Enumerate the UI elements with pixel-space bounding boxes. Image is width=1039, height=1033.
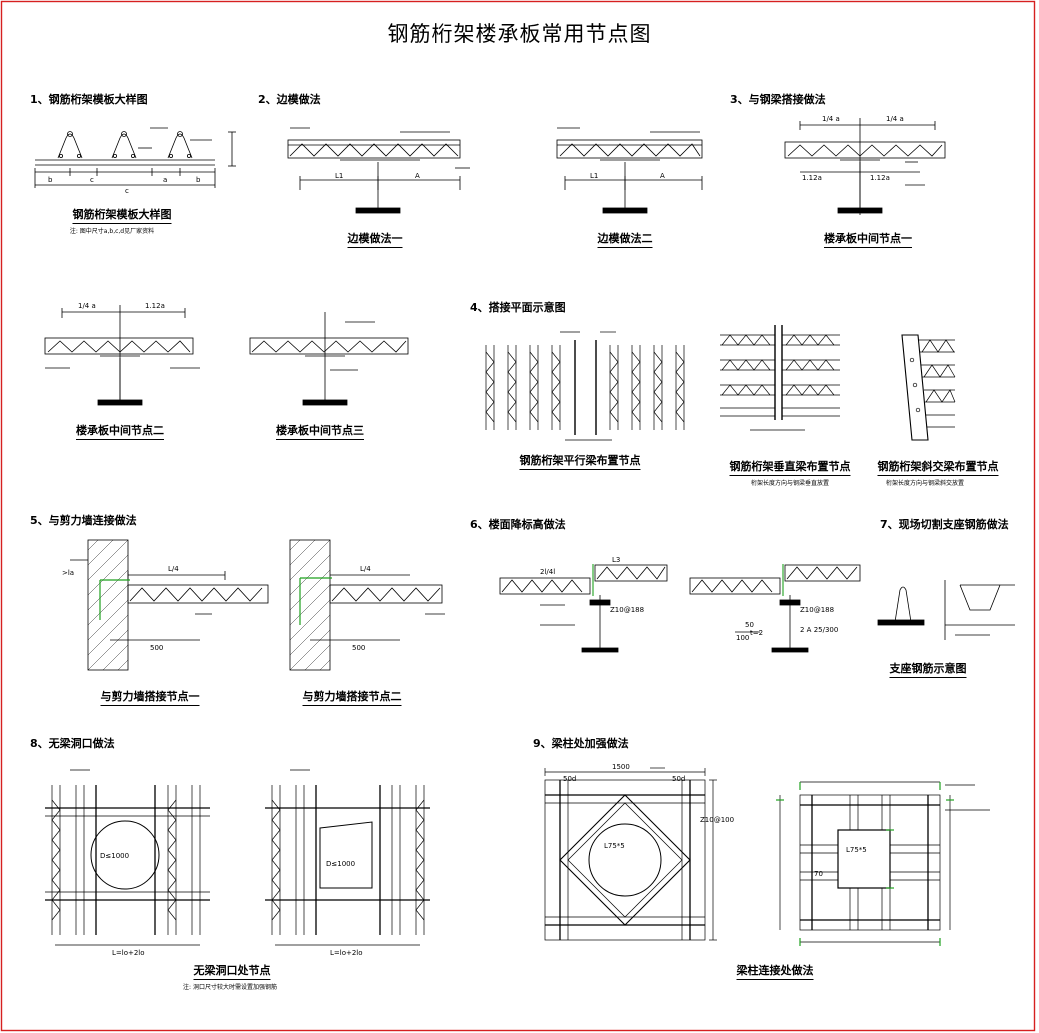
skewed-beam-plan [901, 334, 956, 441]
dim-500-2: 500 [352, 644, 365, 652]
label-L3-1: L3 [612, 556, 620, 564]
label-225: 2 A 25/300 [800, 626, 838, 634]
wall-anchor-green-2 [299, 577, 332, 625]
caption-hole: 无梁洞口处节点 [193, 962, 271, 980]
dim-14a-2b: 1/4 a [78, 302, 96, 310]
truss-deck-profile [34, 127, 236, 188]
edge-form-two [556, 127, 703, 214]
section-5-heading: 5、与剪力墙连接做法 [30, 514, 137, 527]
parallel-beam-plan [485, 331, 685, 441]
section-4-heading: 4、搭接平面示意图 [470, 301, 566, 314]
dim-112a-2b: 1.12a [145, 302, 165, 310]
perpendicular-beam-plan [720, 325, 840, 431]
beam-column-square [779, 781, 990, 943]
dim-L1-2: L1 [590, 172, 598, 180]
section-7-heading: 7、现场切割支座钢筋做法 [880, 518, 1009, 531]
section-8-heading: 8、无梁洞口做法 [30, 737, 115, 750]
middle-node-two [44, 305, 200, 406]
note-hole: 注: 洞口尺寸较大时需设置加强钢筋 [183, 984, 277, 991]
dim-500-1: 500 [150, 644, 163, 652]
section-3-heading: 3、与钢梁搭接做法 [730, 93, 826, 106]
dim-112a-right: 1.12a [870, 174, 890, 182]
square-hole-plan [265, 769, 430, 946]
caption-middle-node-1: 楼承板中间节点一 [824, 230, 912, 248]
section-6-heading: 6、楼面降标高做法 [470, 518, 566, 531]
dim-c: c [90, 176, 94, 184]
caption-middle-node-3: 楼承板中间节点三 [276, 422, 364, 440]
caption-parallel: 钢筋桁架平行梁布置节点 [519, 452, 641, 470]
caption-shear-wall-1: 与剪力墙搭接节点一 [100, 688, 200, 706]
caption-edge-form-1: 边模做法一 [347, 230, 403, 248]
dim-L4-1: L/4 [168, 565, 179, 573]
dim-L4-2: L/4 [360, 565, 371, 573]
hole-diameter: D≤1000 [100, 852, 129, 860]
drawing-title: 钢筋桁架楼承板常用节点图 [387, 22, 652, 46]
caption-beam-column: 梁柱连接处做法 [736, 962, 814, 980]
hole-span-1: L=lo+2lo [112, 949, 145, 957]
dim-A-2: A [660, 172, 665, 180]
beam-column-round [544, 767, 717, 941]
edge-form-one [287, 127, 470, 214]
label-2l-1: 2l/4l [540, 568, 555, 576]
dim-14a-left: 1/4 a [822, 115, 840, 123]
dim-70: 70 [814, 870, 823, 878]
dim-1500-top: 1500 [612, 763, 630, 771]
wall-anchor-green-1 [99, 579, 130, 620]
shear-wall-node-one [70, 539, 269, 671]
section-2-heading: 2、边模做法 [258, 93, 321, 106]
angle-spec: L75*5 [604, 842, 625, 850]
middle-node-one [784, 118, 946, 215]
angle-spec-2: L75*5 [846, 846, 867, 854]
note-truss-profile: 注: 图中尺寸a,b,c,d见厂家资料 [69, 228, 155, 235]
support-bar-detail [877, 580, 1015, 640]
beam-column-green-ticks [776, 782, 954, 946]
caption-skewed: 钢筋桁架斜交梁布置节点 [877, 458, 999, 476]
note-skewed: 桁架长度方向与钢梁斜交放置 [885, 480, 965, 487]
dim-50d-right: 50d [672, 775, 685, 783]
shear-wall-node-two [289, 539, 445, 671]
lowered-floor-two [689, 564, 861, 653]
middle-node-three [249, 312, 409, 406]
dim-a: a [163, 176, 167, 184]
note-perpendicular: 桁架长度方向与钢梁垂直放置 [750, 480, 830, 487]
dim-50d-left: 50d [563, 775, 576, 783]
dim-A-1: A [415, 172, 420, 180]
label-100: 100 [736, 634, 749, 642]
label-spec-2: Z10@188 [800, 606, 834, 614]
dim-b-right: b [196, 176, 201, 184]
dim-b-left: b [48, 176, 53, 184]
label-50: 50 [745, 621, 754, 629]
caption-middle-node-2: 楼承板中间节点二 [76, 422, 164, 440]
dim-L1-1: L1 [335, 172, 343, 180]
dim-112a-left: 1.12a [802, 174, 822, 182]
dim-la-1: >la [62, 569, 74, 577]
section-1-heading: 1、钢筋桁架模板大样图 [30, 93, 148, 106]
square-hole-size: D≤1000 [326, 860, 355, 868]
dim-c-total: c [125, 187, 129, 195]
lowered-floor-one [499, 564, 668, 653]
section-9-heading: 9、梁柱处加强做法 [533, 737, 629, 750]
caption-edge-form-2: 边模做法二 [597, 230, 653, 248]
label-t: t=2 [750, 629, 763, 637]
caption-truss-profile: 钢筋桁架模板大样图 [72, 206, 172, 224]
hole-span-2: L=lo+2lo [330, 949, 363, 957]
dim-14a-right: 1/4 a [886, 115, 904, 123]
caption-perpendicular: 钢筋桁架垂直梁布置节点 [729, 458, 851, 476]
label-spec-1: Z10@188 [610, 606, 644, 614]
round-hole-plan [45, 769, 210, 946]
beam-spec: Z10@100 [700, 816, 734, 824]
caption-support-bar: 支座钢筋示意图 [889, 660, 967, 678]
caption-shear-wall-2: 与剪力墙搭接节点二 [302, 688, 402, 706]
